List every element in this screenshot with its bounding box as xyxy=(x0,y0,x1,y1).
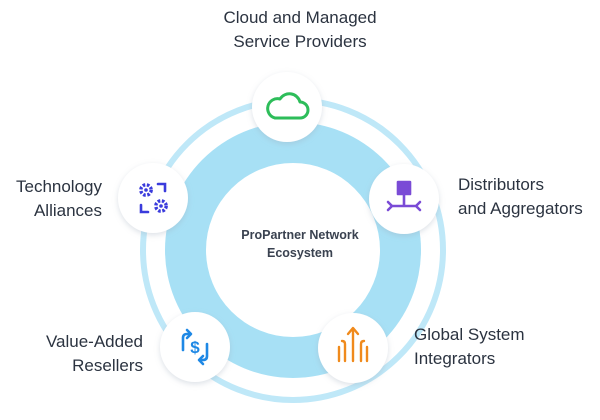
gears-icon xyxy=(139,182,168,214)
label-technology-line-1: Technology xyxy=(15,177,102,196)
label-distributors: Distributors and Aggregators xyxy=(458,173,583,221)
node-integrators xyxy=(318,313,388,383)
label-integrators: Global System Integrators xyxy=(414,323,525,371)
center-title-line-1: ProPartner Network xyxy=(241,228,359,242)
cloud-icon xyxy=(266,92,310,120)
node-resellers: $ xyxy=(160,312,230,382)
center-disc xyxy=(206,163,380,337)
center-title: ProPartner Network Ecosystem xyxy=(190,226,410,262)
label-technology: Technology Alliances xyxy=(0,175,102,223)
node-cloud xyxy=(252,72,322,142)
center-title-line-2: Ecosystem xyxy=(266,246,333,260)
arrows-up-icon xyxy=(337,326,369,363)
label-distributors-line-1: Distributors xyxy=(458,175,544,194)
svg-text:$: $ xyxy=(190,338,200,357)
label-resellers-line-2: Resellers xyxy=(72,356,143,375)
label-distributors-line-2: and Aggregators xyxy=(458,199,583,218)
label-cloud-line-2: Service Providers xyxy=(233,32,367,51)
label-technology-line-2: Alliances xyxy=(33,201,102,220)
label-cloud: Cloud and Managed Service Providers xyxy=(150,6,450,54)
label-resellers-line-1: Value-Added xyxy=(45,332,143,351)
label-resellers: Value-Added Resellers xyxy=(0,330,143,378)
label-integrators-line-1: Global System xyxy=(414,325,525,344)
label-integrators-line-2: Integrators xyxy=(414,349,496,368)
flow-icon xyxy=(386,180,422,212)
node-technology xyxy=(118,163,188,233)
node-distributors xyxy=(369,164,439,234)
label-cloud-line-1: Cloud and Managed xyxy=(223,8,377,27)
dollar-sync-icon: $ xyxy=(181,328,209,366)
